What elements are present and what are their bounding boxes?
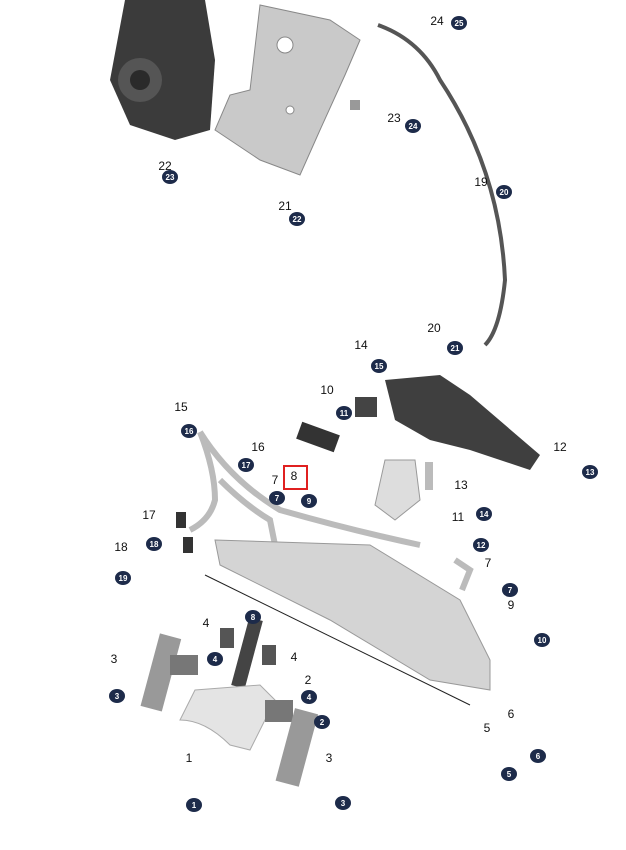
reference-badge[interactable]: 13 <box>582 465 598 479</box>
reference-badge[interactable]: 19 <box>115 571 131 585</box>
reference-badge[interactable]: 4 <box>301 690 317 704</box>
bolt <box>350 100 360 110</box>
callout-number: 10 <box>320 383 334 397</box>
reference-badge[interactable]: 16 <box>181 424 197 438</box>
valve <box>176 512 186 528</box>
callout-number: 4 <box>290 650 298 664</box>
lever-housing <box>355 375 540 470</box>
callout-number: 3 <box>325 751 333 765</box>
highlighted-callout-box <box>283 465 308 490</box>
callout-number: 15 <box>174 400 188 414</box>
reference-badge[interactable]: 24 <box>405 119 421 133</box>
callout-number: 4 <box>202 616 210 630</box>
reference-badge[interactable]: 6 <box>530 749 546 763</box>
reference-badge[interactable]: 21 <box>447 341 463 355</box>
callout-number: 21 <box>278 199 292 213</box>
reference-badge[interactable]: 7 <box>502 583 518 597</box>
callout-number: 19 <box>474 175 488 189</box>
reference-badge[interactable]: 7 <box>269 491 285 505</box>
reference-badge[interactable]: 3 <box>335 796 351 810</box>
reference-badge[interactable]: 9 <box>301 494 317 508</box>
callout-number: 20 <box>427 321 441 335</box>
callout-number: 14 <box>354 338 368 352</box>
callout-number-highlighted: 8 <box>290 469 298 483</box>
callout-number: 22 <box>158 159 172 173</box>
reference-badge[interactable]: 15 <box>371 359 387 373</box>
callout-number: 2 <box>304 673 312 687</box>
callout-number: 7 <box>271 473 279 487</box>
callout-number: 24 <box>430 14 444 28</box>
manifold-plate <box>204 539 491 706</box>
reference-badge[interactable]: 10 <box>534 633 550 647</box>
callout-number: 6 <box>507 707 515 721</box>
reference-badge[interactable]: 5 <box>501 767 517 781</box>
reference-badge[interactable]: 8 <box>245 610 261 624</box>
reference-badge[interactable]: 3 <box>109 689 125 703</box>
shift-fork-assembly <box>140 617 319 787</box>
callout-number: 13 <box>454 478 468 492</box>
callout-number: 16 <box>251 440 265 454</box>
reference-badge[interactable]: 11 <box>336 406 352 420</box>
valve <box>183 537 193 553</box>
callout-number: 1 <box>185 751 193 765</box>
reference-badge[interactable]: 25 <box>451 16 467 30</box>
callout-number: 23 <box>387 111 401 125</box>
sensor-part <box>296 421 433 521</box>
cable <box>377 23 508 347</box>
callout-number: 7 <box>484 556 492 570</box>
reference-badge[interactable]: 23 <box>162 170 178 184</box>
callout-number: 17 <box>142 508 156 522</box>
callout-number: 12 <box>553 440 567 454</box>
reference-badge[interactable]: 17 <box>238 458 254 472</box>
reference-badge[interactable]: 22 <box>289 212 305 226</box>
mounting-bracket <box>214 4 361 176</box>
callout-number: 9 <box>507 598 515 612</box>
reference-badge[interactable]: 1 <box>186 798 202 812</box>
reference-badge[interactable]: 20 <box>496 185 512 199</box>
callout-number: 11 <box>451 510 465 524</box>
reference-badge[interactable]: 18 <box>146 537 162 551</box>
motor-actuator <box>110 0 215 140</box>
callout-number: 5 <box>483 721 491 735</box>
reference-badge[interactable]: 2 <box>314 715 330 729</box>
reference-badge[interactable]: 4 <box>207 652 223 666</box>
reference-badge[interactable]: 12 <box>473 538 489 552</box>
callout-number: 18 <box>114 540 128 554</box>
reference-badge[interactable]: 14 <box>476 507 492 521</box>
callout-number: 3 <box>110 652 118 666</box>
hoses <box>188 430 474 592</box>
